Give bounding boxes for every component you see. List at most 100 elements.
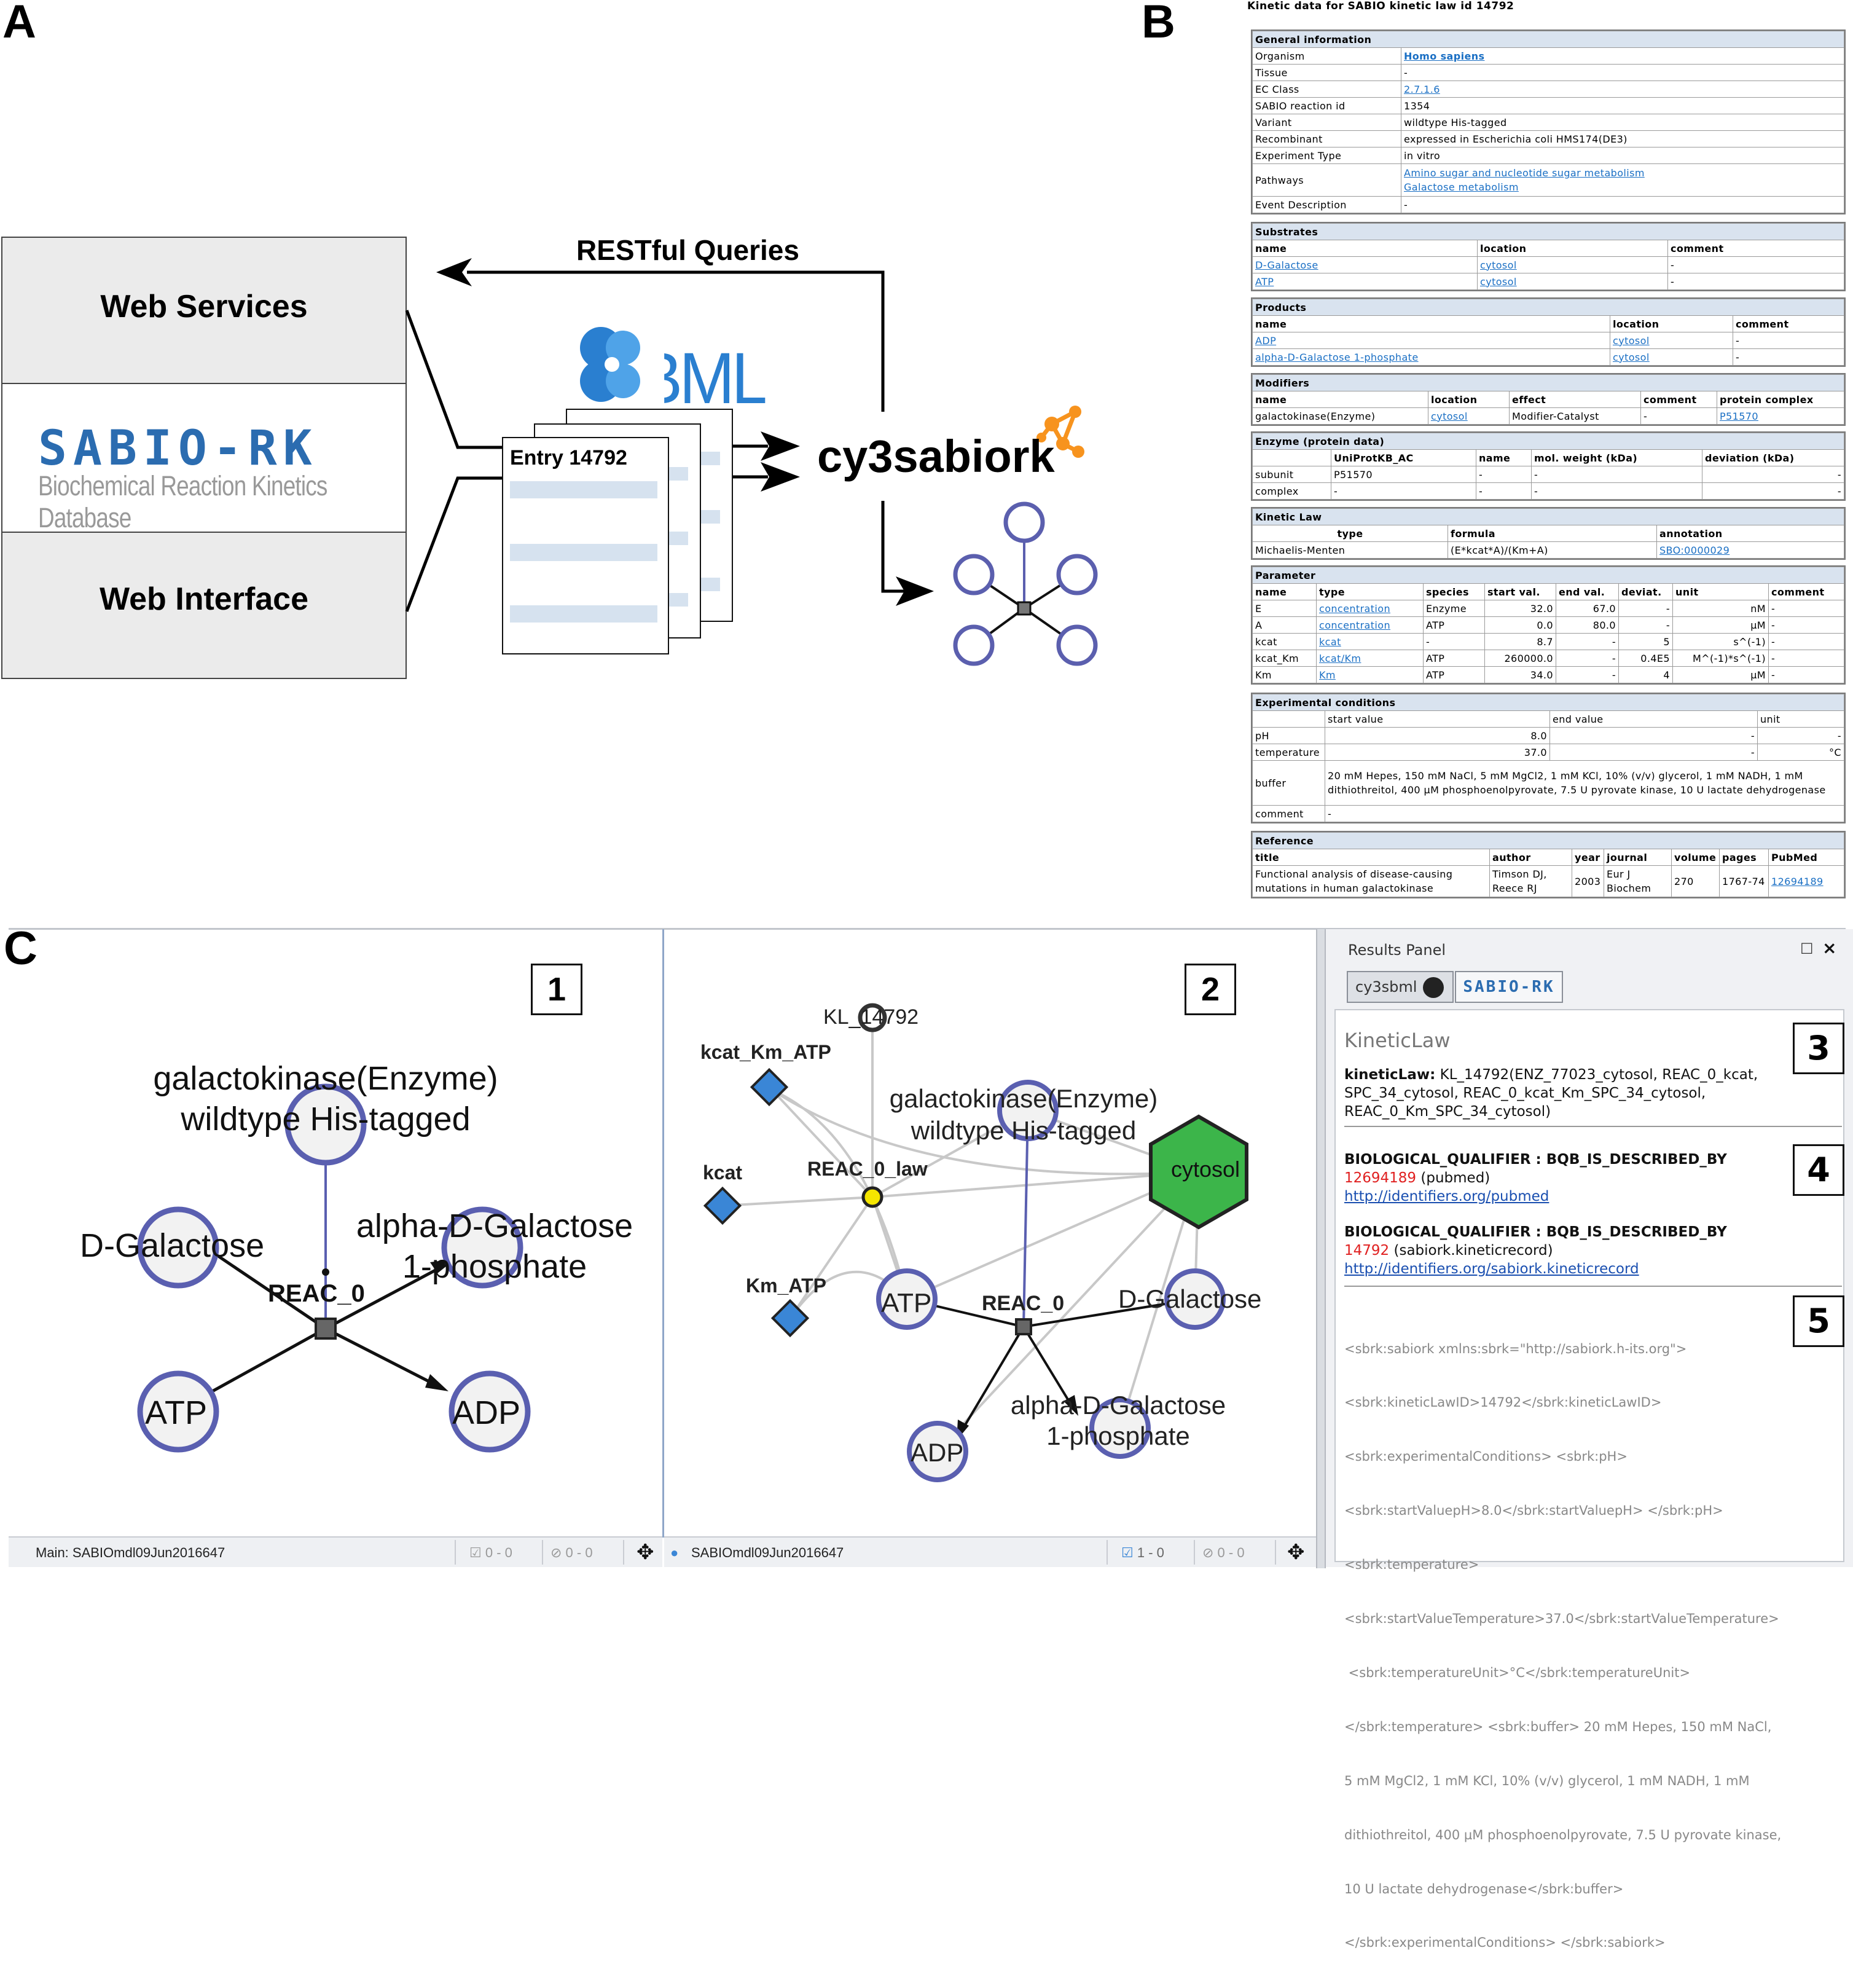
network-icon bbox=[953, 501, 1098, 666]
qualifier-source: (pubmed) bbox=[1420, 1170, 1491, 1186]
param-type-link[interactable]: Km bbox=[1316, 666, 1424, 683]
kinetic-law-header: Kinetic Law bbox=[1252, 508, 1844, 525]
param-end: 80.0 bbox=[1556, 616, 1619, 634]
col-header: comment bbox=[1640, 391, 1717, 408]
gi-label: Experiment Type bbox=[1252, 147, 1401, 164]
tab-cy3sbml[interactable]: cy3sbml bbox=[1347, 971, 1454, 1003]
navigate-icon[interactable]: ✥ bbox=[637, 1541, 654, 1564]
cytosol-compartment-node[interactable] bbox=[1149, 1114, 1248, 1230]
cond-start: 8.0 bbox=[1325, 727, 1550, 744]
xml-line: <sbrk:sabiork xmlns:sbrk="http://sabiork… bbox=[1344, 1341, 1687, 1356]
pathway-link[interactable]: Galactose metabolism bbox=[1404, 181, 1519, 193]
organism-link[interactable]: Homo sapiens bbox=[1401, 47, 1844, 65]
adp-node[interactable] bbox=[449, 1370, 531, 1453]
product-link[interactable]: alpha-D-Galactose 1-phosphate bbox=[1252, 348, 1610, 366]
location-link[interactable]: cytosol bbox=[1610, 348, 1733, 366]
reaction-node[interactable] bbox=[1015, 1318, 1032, 1335]
substrate-link[interactable]: ATP bbox=[1252, 273, 1478, 290]
sabio-rk-logo: SABIO-RK bbox=[38, 421, 318, 476]
enzyme-node[interactable] bbox=[284, 1083, 367, 1166]
qualifier-id-line: 12694189 (pubmed) bbox=[1344, 1169, 1787, 1187]
comment-cell: - bbox=[1667, 256, 1844, 273]
param-comment: - bbox=[1768, 666, 1844, 683]
navigate-icon[interactable]: ✥ bbox=[1287, 1541, 1305, 1564]
col-header: comment bbox=[1667, 240, 1844, 257]
col-header: title bbox=[1252, 849, 1490, 866]
reaction-node[interactable] bbox=[315, 1318, 337, 1340]
qualifier-label: BIOLOGICAL_QUALIFIER : BQB_IS_DESCRIBED_… bbox=[1344, 1152, 1727, 1168]
col-header: name bbox=[1252, 240, 1478, 257]
atp-node[interactable] bbox=[876, 1268, 938, 1330]
network-view-2[interactable] bbox=[664, 929, 1316, 1538]
network-name: Main: SABIOmdl09Jun2016647 bbox=[36, 1545, 225, 1560]
km-param-node[interactable] bbox=[770, 1298, 810, 1338]
gi-label: Variant bbox=[1252, 114, 1401, 131]
enzyme-cell: P51570 bbox=[1331, 466, 1476, 483]
location-link[interactable]: cytosol bbox=[1477, 256, 1668, 273]
col-header: unit bbox=[1757, 710, 1844, 728]
ec-class-link[interactable]: 2.7.1.6 bbox=[1401, 81, 1844, 98]
product-link[interactable]: ADP bbox=[1252, 332, 1610, 349]
ref-journal: Eur J Biochem bbox=[1604, 865, 1672, 897]
param-type-link[interactable]: concentration bbox=[1316, 616, 1424, 634]
kinetic-law-label: kineticLaw: bbox=[1344, 1067, 1436, 1083]
col-header: end value bbox=[1549, 710, 1758, 728]
location-link[interactable]: cytosol bbox=[1428, 407, 1510, 425]
col-header: comment bbox=[1733, 315, 1844, 332]
param-deviation: - bbox=[1618, 600, 1673, 617]
cond-label: temperature bbox=[1252, 744, 1325, 761]
d-galactose-node[interactable] bbox=[137, 1206, 219, 1289]
kinetic-law-heading: KineticLaw bbox=[1344, 1029, 1451, 1052]
product-line: alpha-D-Galactose bbox=[356, 1208, 633, 1244]
pubmed-link[interactable]: 12694189 bbox=[1768, 865, 1844, 897]
enzyme-line: galactokinase(Enzyme) bbox=[153, 1060, 498, 1097]
sabiork-identifier-link[interactable]: http://identifiers.org/sabiork.kineticre… bbox=[1344, 1261, 1639, 1277]
col-header: mol. weight (kDa) bbox=[1531, 449, 1702, 466]
param-type-link[interactable]: kcat bbox=[1316, 633, 1424, 650]
galactose-phosphate-node[interactable] bbox=[441, 1206, 523, 1289]
enzyme-cell: - bbox=[1476, 466, 1532, 483]
col-header: deviation (kDa) bbox=[1702, 449, 1844, 466]
cond-end: - bbox=[1549, 744, 1758, 761]
pubmed-identifier-link[interactable]: http://identifiers.org/pubmed bbox=[1344, 1188, 1549, 1204]
kinetic-law-node[interactable] bbox=[858, 1003, 887, 1032]
param-deviation: 0.4E5 bbox=[1618, 650, 1673, 667]
atp-node[interactable] bbox=[137, 1370, 219, 1453]
law-formula: (E*kcat*A)/(Km+A) bbox=[1448, 541, 1657, 559]
comment-cell: - bbox=[1733, 348, 1844, 366]
location-link[interactable]: cytosol bbox=[1610, 332, 1733, 349]
tab-sabio-rk[interactable]: SABIO-RK bbox=[1455, 971, 1563, 1003]
sbo-link[interactable]: SBO:0000029 bbox=[1656, 541, 1844, 559]
results-splitter[interactable] bbox=[1316, 929, 1326, 1568]
kcat-param-node[interactable] bbox=[703, 1186, 742, 1225]
param-name: Km bbox=[1252, 666, 1317, 683]
general-header: General information bbox=[1252, 31, 1844, 48]
location-link[interactable]: cytosol bbox=[1477, 273, 1668, 290]
kcat-km-param-node[interactable] bbox=[750, 1067, 789, 1107]
kinetic-law-value: KL_14792(ENZ_77023_cytosol, REAC_0_kcat,… bbox=[1344, 1067, 1758, 1120]
param-type-link[interactable]: kcat/Km bbox=[1316, 650, 1424, 667]
results-panel: Results Panel ☐ × cy3sbml SABIO-RK Kinet… bbox=[1326, 929, 1853, 1950]
adp-node[interactable] bbox=[907, 1421, 968, 1482]
col-header: name bbox=[1252, 315, 1610, 332]
conditions-header: Experimental conditions bbox=[1252, 694, 1844, 711]
cond-unit: - bbox=[1757, 727, 1844, 744]
net2-adp-label: ADP bbox=[911, 1438, 964, 1467]
gi-label: Event Description bbox=[1252, 196, 1401, 213]
close-icon[interactable]: × bbox=[1822, 938, 1837, 958]
param-type-link[interactable]: concentration bbox=[1316, 600, 1424, 617]
protein-complex-link[interactable]: P51570 bbox=[1717, 407, 1844, 425]
qualifier-id: 12694189 bbox=[1344, 1170, 1417, 1186]
param-name: kcat bbox=[1252, 633, 1317, 650]
pathway-link[interactable]: Amino sugar and nucleotide sugar metabol… bbox=[1404, 167, 1645, 179]
network-view-1[interactable] bbox=[0, 929, 662, 1538]
substrate-link[interactable]: D-Galactose bbox=[1252, 256, 1478, 273]
enzyme-node[interactable] bbox=[997, 1080, 1059, 1141]
net2-kcat-label: kcat bbox=[703, 1161, 743, 1184]
float-icon[interactable]: ☐ bbox=[1800, 940, 1814, 957]
selected-nodes-count: ☑ 0 - 0 bbox=[469, 1545, 512, 1560]
rate-law-node[interactable] bbox=[861, 1186, 883, 1208]
galactose-phosphate-node[interactable] bbox=[1089, 1397, 1151, 1459]
d-galactose-node[interactable] bbox=[1164, 1268, 1226, 1330]
param-start: 260000.0 bbox=[1484, 650, 1556, 667]
